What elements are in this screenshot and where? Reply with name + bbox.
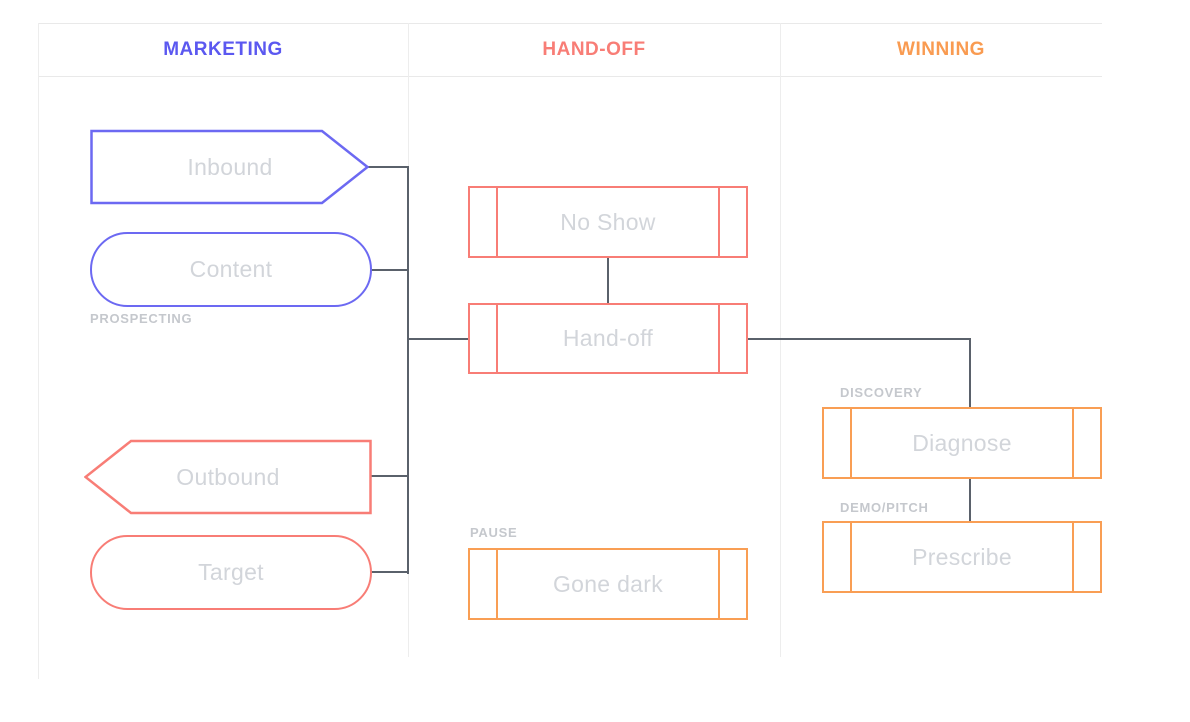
node-hand-off[interactable]: Hand-off [468, 303, 748, 374]
header-bottom-border [38, 76, 1102, 77]
node-prescribe[interactable]: Prescribe [822, 521, 1102, 593]
node-label: Diagnose [912, 429, 1012, 456]
connector-content-trunk [370, 269, 408, 271]
node-no-show[interactable]: No Show [468, 186, 748, 258]
node-label: Prescribe [912, 543, 1012, 570]
stage-label-prospecting: PROSPECTING [90, 311, 193, 326]
node-label: Target [198, 559, 264, 585]
connector-trunk-handoff [407, 338, 469, 340]
pennant-right-shape [90, 129, 370, 205]
node-outbound[interactable]: Outbound [84, 439, 372, 515]
stage-label-discovery: DISCOVERY [840, 385, 923, 400]
stage-label-demo-pitch: DEMO/PITCH [840, 500, 929, 515]
process-side-bar [496, 305, 498, 372]
connector-trunk [407, 166, 409, 574]
connector-outbound-trunk [369, 475, 408, 477]
node-inbound[interactable]: Inbound [90, 129, 370, 205]
node-label: Gone dark [552, 570, 664, 597]
node-label: Outbound [176, 463, 280, 490]
process-side-bar [718, 305, 720, 372]
connector-inbound-trunk [366, 166, 408, 168]
column-header-winning: WINNING [897, 39, 985, 60]
table-left-border [38, 23, 39, 679]
connector-noshow-handoff [607, 258, 609, 305]
process-side-bar [850, 409, 852, 477]
connector-down-diagnose [969, 338, 971, 410]
process-side-bar [1072, 409, 1074, 477]
node-label: Inbound [187, 153, 273, 180]
node-content[interactable]: Content [90, 232, 372, 307]
process-side-bar [1072, 523, 1074, 591]
pennant-left-shape [84, 439, 372, 515]
node-label: No Show [560, 208, 656, 235]
node-gone-dark[interactable]: Gone dark [468, 548, 748, 620]
process-side-bar [496, 550, 498, 618]
connector-handoff-right [747, 338, 971, 340]
stage-label-pause: PAUSE [470, 525, 518, 540]
node-diagnose[interactable]: Diagnose [822, 407, 1102, 479]
node-target[interactable]: Target [90, 535, 372, 610]
connector-target-trunk [370, 571, 408, 573]
column-divider-2 [780, 23, 781, 657]
column-header-marketing: MARKETING [163, 39, 283, 60]
table-top-border [38, 23, 1102, 24]
node-label: Content [189, 256, 273, 282]
column-header-hand-off: HAND-OFF [542, 39, 646, 60]
node-label: Hand-off [562, 325, 654, 351]
process-side-bar [718, 550, 720, 618]
process-side-bar [850, 523, 852, 591]
connector-diagnose-prescribe [969, 478, 971, 524]
process-side-bar [718, 188, 720, 256]
process-side-bar [496, 188, 498, 256]
